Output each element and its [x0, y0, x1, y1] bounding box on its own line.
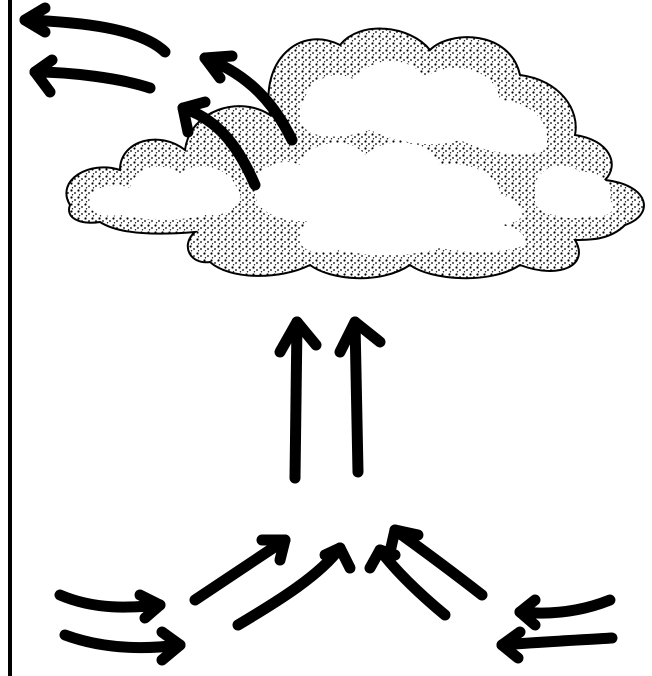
cumulus-cloud-icon: [65, 27, 645, 280]
updraft-arrow-icon: [334, 316, 386, 478]
converging-arrow-icon: [384, 524, 488, 601]
cloud-inner-billow-left: [89, 166, 241, 220]
updraft-arrow-icon: [274, 316, 322, 484]
converging-arrow-icon: [232, 542, 356, 631]
left-border-line: [8, 0, 12, 676]
outflow-arrow-icon: [177, 96, 261, 191]
cloud-inner-billow-right: [535, 165, 614, 219]
surface-inflow-arrow-icon: [59, 626, 186, 666]
outflow-arrow-icon: [29, 54, 156, 98]
cloud-inner-billow-mid: [254, 142, 523, 227]
surface-inflow-arrow-icon: [514, 594, 616, 631]
surface-inflow-arrow-icon: [496, 626, 618, 664]
cloud-inner-billow-bottom: [300, 200, 526, 255]
outflow-arrow-icon: [199, 50, 298, 146]
converging-arrow-icon: [189, 534, 291, 606]
cloud-inner-billow-top: [300, 60, 548, 155]
outflow-arrow-icon: [19, 2, 171, 58]
surface-inflow-arrow-icon: [54, 589, 166, 624]
